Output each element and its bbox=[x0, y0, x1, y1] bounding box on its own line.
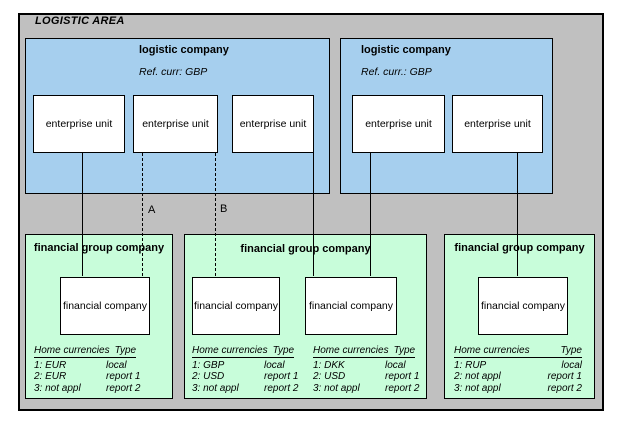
row-label: 3: not appl bbox=[454, 382, 501, 394]
enterprise-unit-1-3: enterprise unit bbox=[232, 95, 314, 153]
row-label: 2: USD bbox=[192, 371, 225, 383]
row-label: 3: not appl bbox=[192, 382, 239, 394]
enterprise-unit-1-2: enterprise unit bbox=[133, 95, 218, 153]
row-value: report 2 bbox=[547, 382, 582, 394]
financial-group-company-1: financial group company financial compan… bbox=[25, 234, 173, 399]
logistic-company-1-ref-currency: Ref. curr: GBP bbox=[139, 66, 208, 78]
row-value: local bbox=[106, 359, 127, 371]
financial-group-company-3: financial group company financial compan… bbox=[444, 234, 595, 399]
table-4-header: Home currencies Type bbox=[454, 345, 582, 358]
table-row: 1: EUR local bbox=[34, 360, 166, 372]
table-1-header-type: Type bbox=[114, 345, 137, 356]
connector-eu2-2-to-fc4 bbox=[517, 153, 518, 276]
connector-label-a: A bbox=[148, 204, 156, 216]
table-3-header: Home currencies Type bbox=[313, 345, 416, 358]
table-row: 3: not appl report 2 bbox=[454, 383, 582, 395]
home-currencies-table-1: Home currencies Type 1: EUR local 2: EUR… bbox=[34, 345, 166, 394]
financial-group-company-1-title: financial group company bbox=[33, 242, 165, 254]
row-label: 1: EUR bbox=[34, 359, 67, 371]
row-value: local bbox=[385, 359, 406, 371]
logistic-area-title: LOGISTIC AREA bbox=[35, 15, 125, 27]
table-row: 3: not appl report 2 bbox=[34, 383, 166, 395]
enterprise-unit-2-2: enterprise unit bbox=[452, 95, 543, 153]
connector-b-eu1-2-to-fc2-dashed bbox=[215, 153, 216, 276]
financial-company-2-1: financial company bbox=[192, 277, 280, 335]
logistic-company-2: logistic company Ref. curr.: GBP enterpr… bbox=[340, 38, 553, 194]
table-2-header: Home currencies Type bbox=[192, 345, 295, 358]
table-3-header-type: Type bbox=[393, 345, 416, 356]
home-currencies-table-4: Home currencies Type 1: RUP local 2: not… bbox=[454, 345, 582, 394]
logistic-company-1: logistic company Ref. curr: GBP enterpri… bbox=[25, 38, 330, 194]
row-label: 2: USD bbox=[313, 371, 346, 383]
row-value: local bbox=[264, 359, 285, 371]
logistic-company-2-title: logistic company bbox=[361, 44, 451, 56]
home-currencies-table-2: Home currencies Type 1: GBP local 2: USD… bbox=[192, 345, 310, 394]
table-3-header-currencies: Home currencies bbox=[313, 345, 389, 356]
financial-group-company-2: financial group company financial compan… bbox=[184, 234, 427, 399]
row-value: report 2 bbox=[264, 382, 299, 394]
row-label: 1: DKK bbox=[313, 359, 345, 371]
table-row: 2: EUR report 1 bbox=[34, 371, 166, 383]
connector-eu1-1-to-fc1 bbox=[82, 153, 83, 276]
table-row: 2: USD report 1 bbox=[192, 371, 310, 383]
enterprise-unit-1-1: enterprise unit bbox=[33, 95, 125, 153]
table-2-header-currencies: Home currencies bbox=[192, 345, 268, 356]
table-4-header-type: Type bbox=[560, 345, 583, 356]
row-label: 1: GBP bbox=[192, 359, 225, 371]
row-value: report 1 bbox=[385, 371, 420, 383]
table-row: 1: DKK local bbox=[313, 360, 425, 372]
row-value: local bbox=[561, 359, 582, 371]
connector-eu1-3-to-fc3 bbox=[313, 153, 314, 276]
logistic-company-1-title: logistic company bbox=[139, 44, 229, 56]
financial-group-company-2-title: financial group company bbox=[240, 243, 371, 255]
row-label: 2: not appl bbox=[454, 371, 501, 383]
logistic-company-2-ref-currency: Ref. curr.: GBP bbox=[361, 66, 432, 78]
table-row: 1: GBP local bbox=[192, 360, 310, 372]
row-value: report 1 bbox=[106, 371, 141, 383]
table-2-header-type: Type bbox=[272, 345, 295, 356]
home-currencies-table-3: Home currencies Type 1: DKK local 2: USD… bbox=[313, 345, 425, 394]
financial-group-company-3-title: financial group company bbox=[454, 242, 585, 254]
table-row: 2: not appl report 1 bbox=[454, 371, 582, 383]
connector-label-b: B bbox=[220, 203, 228, 215]
row-label: 3: not appl bbox=[34, 382, 81, 394]
financial-company-2-2: financial company bbox=[305, 277, 397, 335]
row-label: 1: RUP bbox=[454, 359, 487, 371]
table-row: 3: not appl report 2 bbox=[192, 383, 310, 395]
row-value: report 1 bbox=[547, 371, 582, 383]
row-value: report 2 bbox=[385, 382, 420, 394]
table-row: 1: RUP local bbox=[454, 360, 582, 372]
enterprise-unit-2-1: enterprise unit bbox=[352, 95, 445, 153]
connector-a-eu1-2-to-fc1-dashed bbox=[142, 153, 143, 276]
row-label: 3: not appl bbox=[313, 382, 360, 394]
financial-company-3-1: financial company bbox=[478, 277, 568, 335]
financial-company-1-1: financial company bbox=[60, 277, 150, 335]
table-1-header-currencies: Home currencies bbox=[34, 345, 110, 356]
row-value: report 2 bbox=[106, 382, 141, 394]
table-1-header: Home currencies Type bbox=[34, 345, 137, 358]
row-value: report 1 bbox=[264, 371, 299, 383]
table-row: 3: not appl report 2 bbox=[313, 383, 425, 395]
table-4-header-currencies: Home currencies bbox=[454, 345, 530, 356]
row-label: 2: EUR bbox=[34, 371, 67, 383]
connector-eu2-1-to-fc3 bbox=[370, 153, 371, 276]
table-row: 2: USD report 1 bbox=[313, 371, 425, 383]
